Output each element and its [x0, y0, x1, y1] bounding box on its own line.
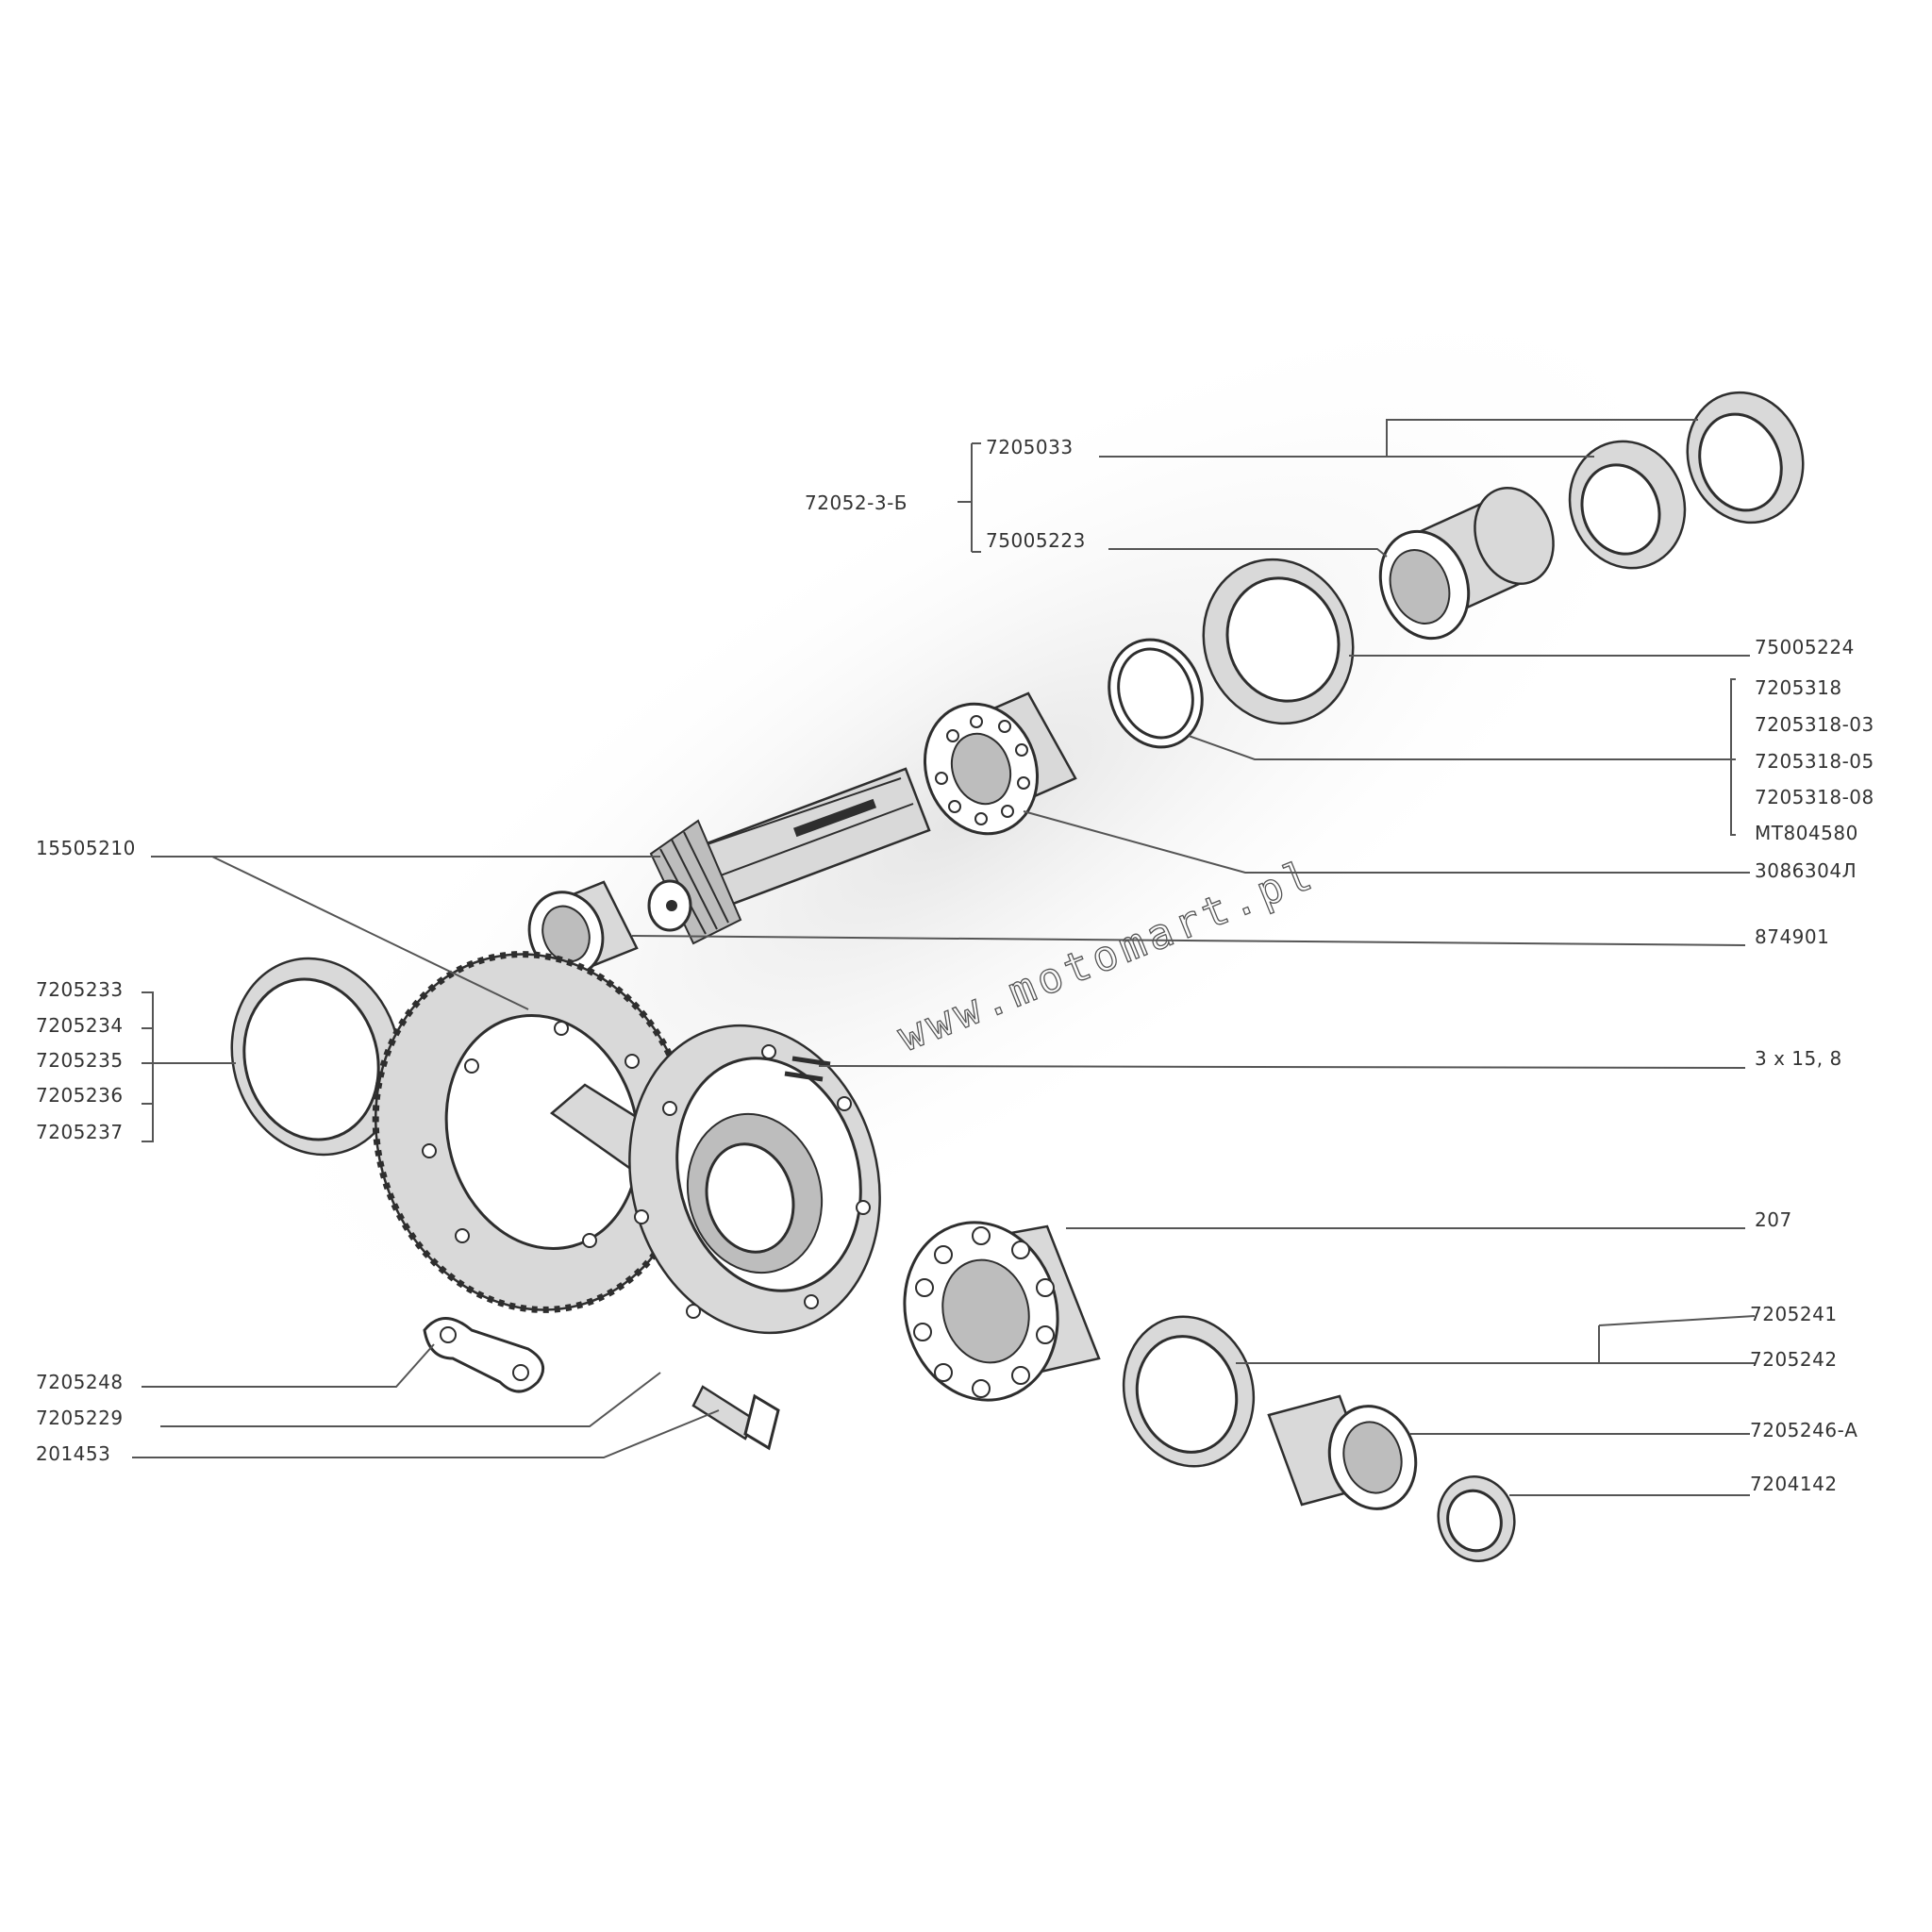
label-7205237: 7205237 [36, 1121, 124, 1143]
sleeve-75005223 [1378, 487, 1555, 641]
label-7205236: 7205236 [36, 1084, 124, 1107]
label-7205246-a: 7205246-А [1750, 1419, 1857, 1441]
label-75005223: 75005223 [986, 529, 1086, 552]
label-75005224: 75005224 [1755, 636, 1855, 658]
ring-gear-15505210 [372, 951, 694, 1313]
label-207: 207 [1755, 1208, 1792, 1231]
label-7204142: 7204142 [1750, 1473, 1838, 1495]
label-7205318: 7205318 [1755, 676, 1842, 699]
label-7205235: 7205235 [36, 1049, 124, 1072]
label-201453: 201453 [36, 1442, 110, 1465]
label-7205242: 7205242 [1750, 1348, 1838, 1371]
label-7205033: 7205033 [986, 436, 1074, 458]
bevel-pinion-shaft [647, 767, 931, 945]
ball-bearing-207 [903, 1221, 1101, 1402]
pins-3x15-8 [784, 1056, 831, 1082]
label-7205233: 7205233 [36, 978, 124, 1001]
label-3x15-8: 3 х 15, 8 [1755, 1047, 1842, 1070]
locking-plate-7205248 [423, 1317, 545, 1393]
label-7205318-05: 7205318-05 [1755, 750, 1874, 773]
label-7205318-03: 7205318-03 [1755, 713, 1874, 736]
label-7205229: 7205229 [36, 1407, 124, 1429]
label-874901: 874901 [1755, 925, 1829, 948]
thin-ring [1108, 638, 1204, 749]
ring-7205241 [1122, 1315, 1256, 1468]
seal-ring-75005224 [1202, 558, 1355, 725]
spacer-ring-left [230, 957, 402, 1157]
needle-bearing-874901 [527, 880, 639, 977]
label-7205241: 7205241 [1750, 1303, 1838, 1325]
ring-second [1568, 440, 1687, 570]
label-7205234: 7205234 [36, 1014, 124, 1037]
ball-bearing-upper [923, 691, 1077, 836]
part-labels: 72052-3-Б 7205033 75005223 75005224 7205… [36, 436, 1874, 1495]
outer-ring-top [1686, 391, 1805, 525]
label-7205248: 7205248 [36, 1371, 124, 1393]
bolt-201453 [691, 1385, 780, 1451]
differential-housing-7205229 [549, 1024, 881, 1335]
label-mt804580: МТ804580 [1755, 822, 1858, 844]
label-15505210: 15505210 [36, 837, 136, 859]
sleeve-7205246-a [1267, 1394, 1418, 1510]
label-72052-3-b: 72052-3-Б [805, 491, 908, 514]
leader-lines [132, 419, 1756, 1496]
label-3086304: 3086304Л [1755, 859, 1857, 882]
label-7205318-08: 7205318-08 [1755, 786, 1874, 808]
ring-7204142 [1437, 1475, 1516, 1562]
